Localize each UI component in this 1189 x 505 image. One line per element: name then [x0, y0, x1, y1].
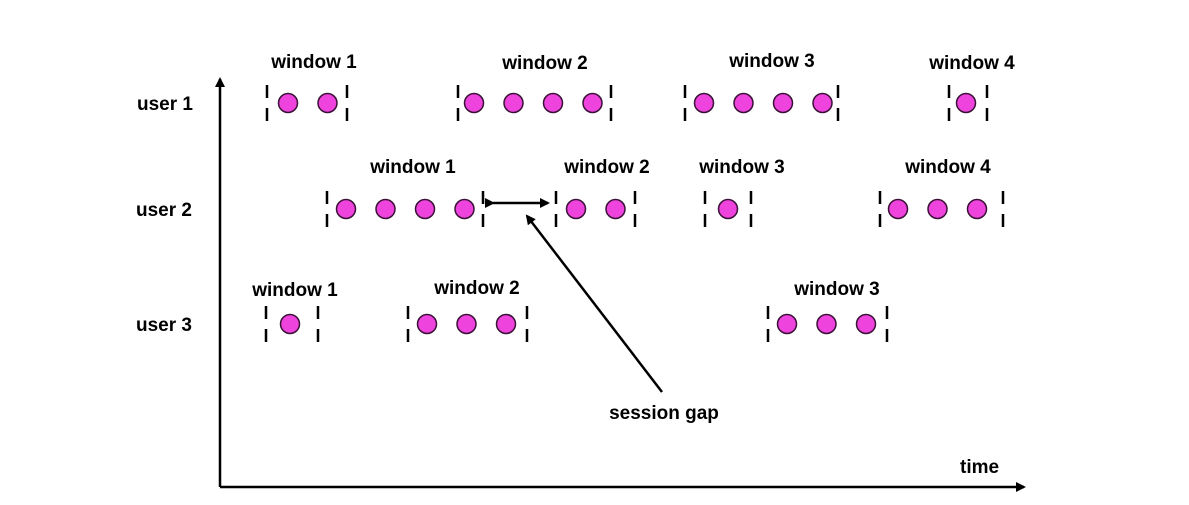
event-dot [542, 92, 564, 114]
window-label: window 1 [369, 157, 456, 178]
event-dot [855, 313, 877, 335]
user-row: user 3 window 1 window 2 window 3 [136, 278, 889, 342]
session-gap-label: session gap [609, 403, 719, 424]
window-label: window 2 [501, 53, 588, 74]
session-window: window 2 [406, 278, 529, 342]
session-window: window 4 [878, 157, 1005, 227]
event-dot [317, 92, 338, 114]
event-dot [717, 198, 739, 220]
window-label: window 3 [728, 51, 815, 72]
window-label: window 2 [563, 157, 650, 178]
event-dot [375, 198, 396, 220]
x-axis-label: time [960, 457, 999, 478]
event-dot [605, 198, 626, 220]
event-dot [279, 313, 301, 335]
event-dot [812, 92, 833, 114]
event-dot [463, 92, 485, 114]
session-gap-pointer-arrow [525, 214, 663, 393]
session-window: window 2 [456, 53, 613, 121]
session-window: window 4 [928, 53, 1015, 121]
window-label: window 1 [270, 52, 357, 73]
window-label: window 2 [433, 278, 520, 299]
session-window: window 3 [683, 51, 840, 121]
event-dot [887, 198, 909, 220]
event-dot [772, 92, 794, 114]
session-window: window 1 [325, 157, 485, 227]
event-dot [927, 198, 948, 220]
window-label: window 4 [904, 157, 991, 178]
event-dot [454, 198, 475, 220]
session-window: window 3 [766, 279, 889, 342]
event-dot [816, 313, 837, 335]
window-label: window 3 [698, 157, 785, 178]
event-dot [966, 198, 988, 220]
user-label: user 2 [136, 200, 192, 221]
event-dot [776, 313, 798, 335]
event-dot [565, 198, 587, 220]
event-dot [582, 92, 603, 114]
session-window: window 1 [251, 280, 338, 342]
event-dot [277, 92, 299, 114]
user-label: user 1 [137, 94, 193, 115]
event-dot [955, 92, 977, 114]
window-label: window 4 [928, 53, 1015, 74]
window-label: window 3 [793, 279, 880, 300]
user-row: user 2 window 1 window 2 window 3 window 4 [136, 157, 1005, 227]
session-window: window 1 [265, 52, 357, 121]
session-window: window 3 [698, 157, 785, 227]
window-label: window 1 [251, 280, 338, 301]
user-label: user 3 [136, 315, 192, 336]
event-dot [335, 198, 357, 220]
event-dot [414, 198, 436, 220]
event-dot [495, 313, 517, 335]
event-dot [503, 92, 524, 114]
event-dot [456, 313, 477, 335]
user-row: user 1 window 1 window 2 window 3 window 4 [137, 51, 1015, 121]
event-dot [693, 92, 715, 114]
event-dot [733, 92, 754, 114]
session-window: window 2 [554, 157, 650, 227]
event-dot [416, 313, 438, 335]
